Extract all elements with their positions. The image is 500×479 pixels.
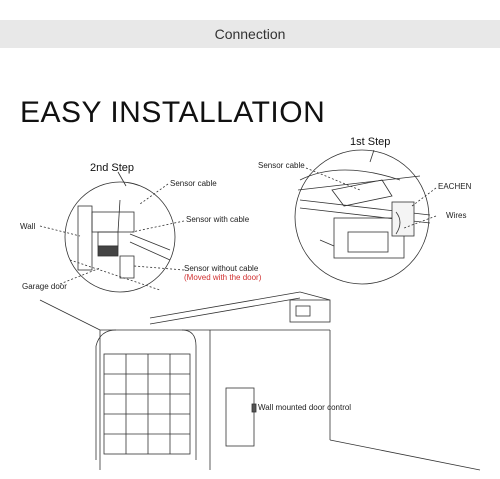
garage-door-label: Garage door [22,282,67,291]
header-bar: Connection [0,20,500,48]
eachen-label: EACHEN [438,182,472,191]
sensor-without-cable-label: Sensor without cable [184,264,259,273]
page-title: EASY INSTALLATION [20,96,326,129]
step1-title: 1st Step [350,136,391,148]
moved-note-label: (Moved with the door) [184,273,262,282]
step2-sensor-cable-label: Sensor cable [170,179,217,188]
sensor-with-cable-label: Sensor with cable [186,215,250,224]
wall-label: Wall [20,222,36,231]
wires-label: Wires [446,211,467,220]
detail-circle-step2 [64,181,176,293]
step2-title: 2nd Step [90,162,135,174]
header-title: Connection [214,26,286,42]
step1-sensor-cable-label: Sensor cable [258,161,305,170]
wall-control-label: Wall mounted door control [258,403,352,412]
detail-circle-step1 [294,149,430,285]
